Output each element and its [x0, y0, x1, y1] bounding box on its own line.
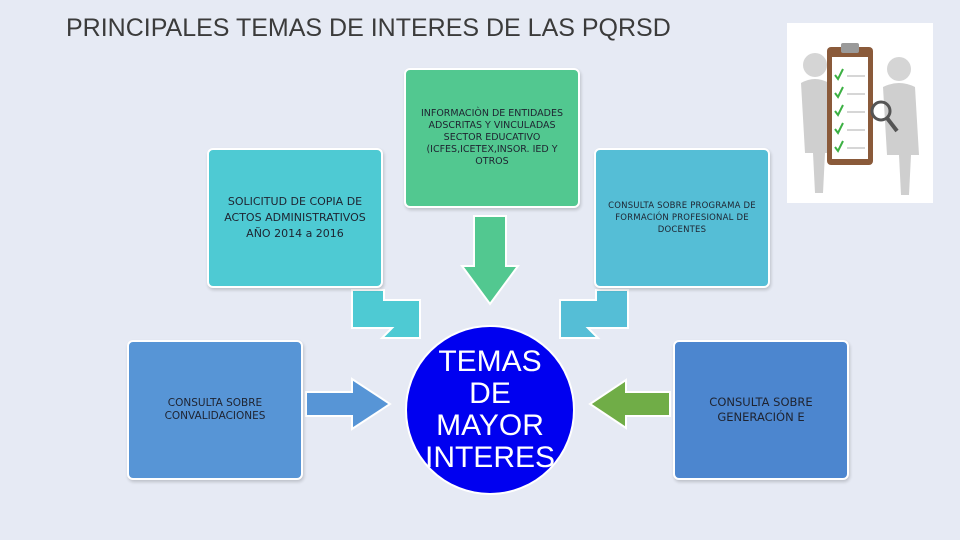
topic-box-copia-actos: SOLICITUD DE COPIA DE ACTOS ADMINISTRATI… — [207, 148, 383, 288]
arrow-right — [559, 289, 629, 339]
topic-label-right: CONSULTA SOBRE PROGRAMA DE FORMACIÓN PRO… — [608, 201, 756, 235]
center-circle: TEMAS DE MAYOR INTERES — [405, 325, 575, 495]
topic-box-convalidaciones: CONSULTA SOBRE CONVALIDACIONES — [127, 340, 303, 480]
checklist-clipboard-icon — [787, 23, 933, 203]
topic-label-top: INFORMACIÒN DE ENTIDADES ADSCRITAS Y VIN… — [420, 108, 564, 167]
arrow-bottom-left — [305, 377, 392, 431]
slide-title: PRINCIPALES TEMAS DE INTERES DE LAS PQRS… — [66, 14, 671, 42]
topic-label-left: SOLICITUD DE COPIA DE ACTOS ADMINISTRATI… — [224, 195, 366, 240]
center-label: TEMAS DE MAYOR INTERES — [424, 345, 556, 474]
topic-label-bottom-left: CONSULTA SOBRE CONVALIDACIONES — [164, 397, 266, 422]
arrow-bottom-right — [588, 378, 671, 430]
arrow-top — [460, 215, 520, 306]
topic-box-formacion-docentes: CONSULTA SOBRE PROGRAMA DE FORMACIÓN PRO… — [594, 148, 770, 288]
topic-box-generacion-e: CONSULTA SOBRE GENERACIÓN E — [673, 340, 849, 480]
topic-box-entidades: INFORMACIÒN DE ENTIDADES ADSCRITAS Y VIN… — [404, 68, 580, 208]
arrow-left — [351, 289, 421, 339]
topic-label-bottom-right: CONSULTA SOBRE GENERACIÓN E — [709, 395, 813, 424]
